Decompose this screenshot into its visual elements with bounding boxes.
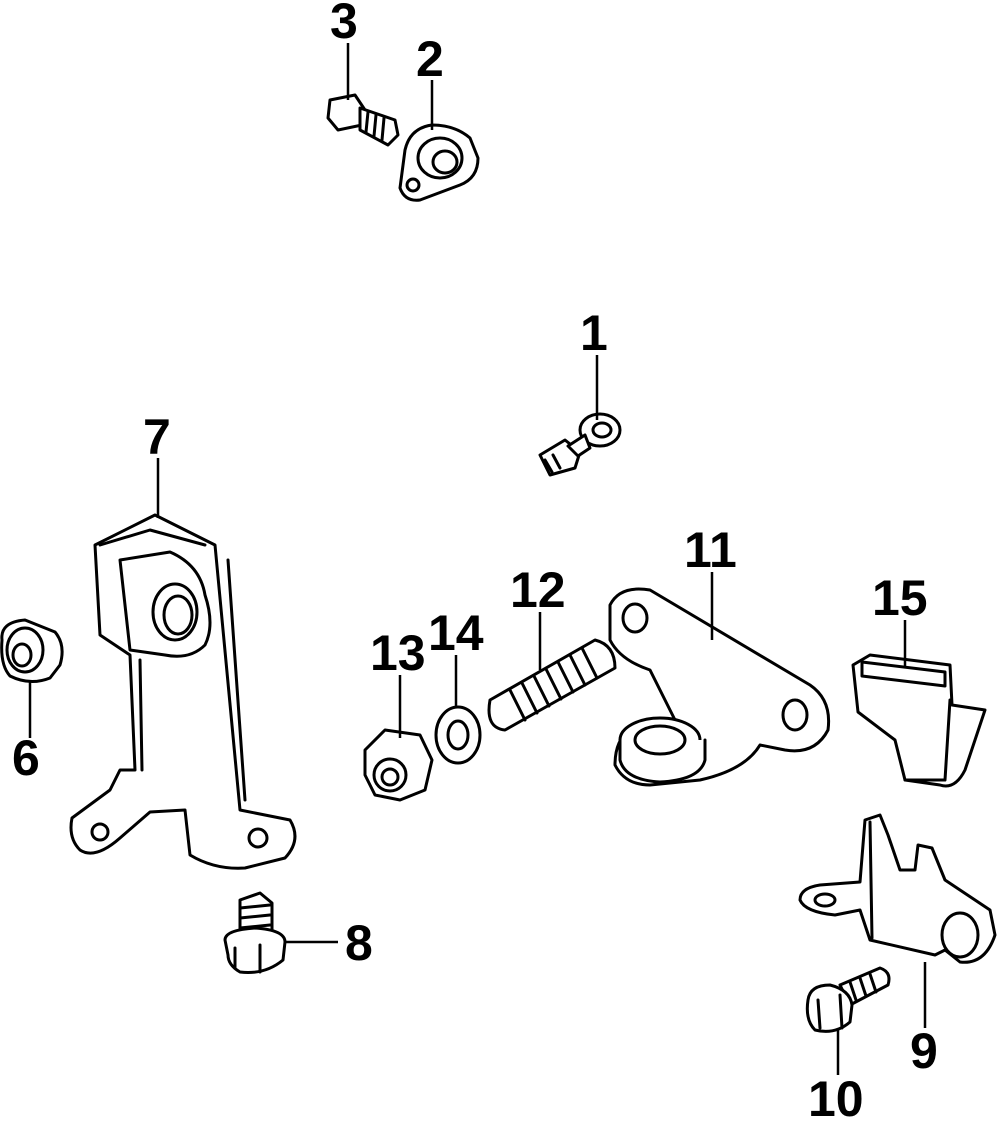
callout-6: 6: [12, 730, 40, 786]
callout-13: 13: [370, 625, 426, 681]
callout-14: 14: [428, 605, 484, 661]
part-2-clip: [398, 123, 480, 202]
part-9-clamp-bracket: [798, 813, 997, 964]
callout-15: 15: [872, 570, 928, 626]
callout-1: 1: [580, 305, 608, 361]
callout-12: 12: [510, 562, 566, 618]
callout-9: 9: [910, 1023, 938, 1079]
part-13-nut: [363, 728, 434, 802]
part-3-bolt: [326, 93, 400, 147]
part-6-bushing: [0, 618, 64, 683]
callout-10: 10: [808, 1071, 864, 1119]
part-10-bolt: [805, 966, 891, 1033]
part-12-stud: [487, 638, 617, 732]
callout-8: 8: [345, 915, 373, 971]
part-14-washer: [434, 705, 482, 765]
part-8-flange-bolt: [223, 891, 287, 974]
callouts: 3 2 1 7 6 8 13 14 12 11 15 9 10: [12, 0, 938, 1124]
callout-2: 2: [416, 31, 444, 87]
callout-11: 11: [684, 522, 737, 578]
leader-lines: [28, 43, 927, 1075]
callout-7: 7: [143, 409, 171, 465]
part-7-bracket: [69, 513, 297, 870]
callout-3: 3: [330, 0, 358, 49]
part-1-eye-bolt: [538, 412, 622, 477]
part-11-plate-bracket: [608, 587, 831, 787]
part-15-bracket: [851, 653, 987, 788]
